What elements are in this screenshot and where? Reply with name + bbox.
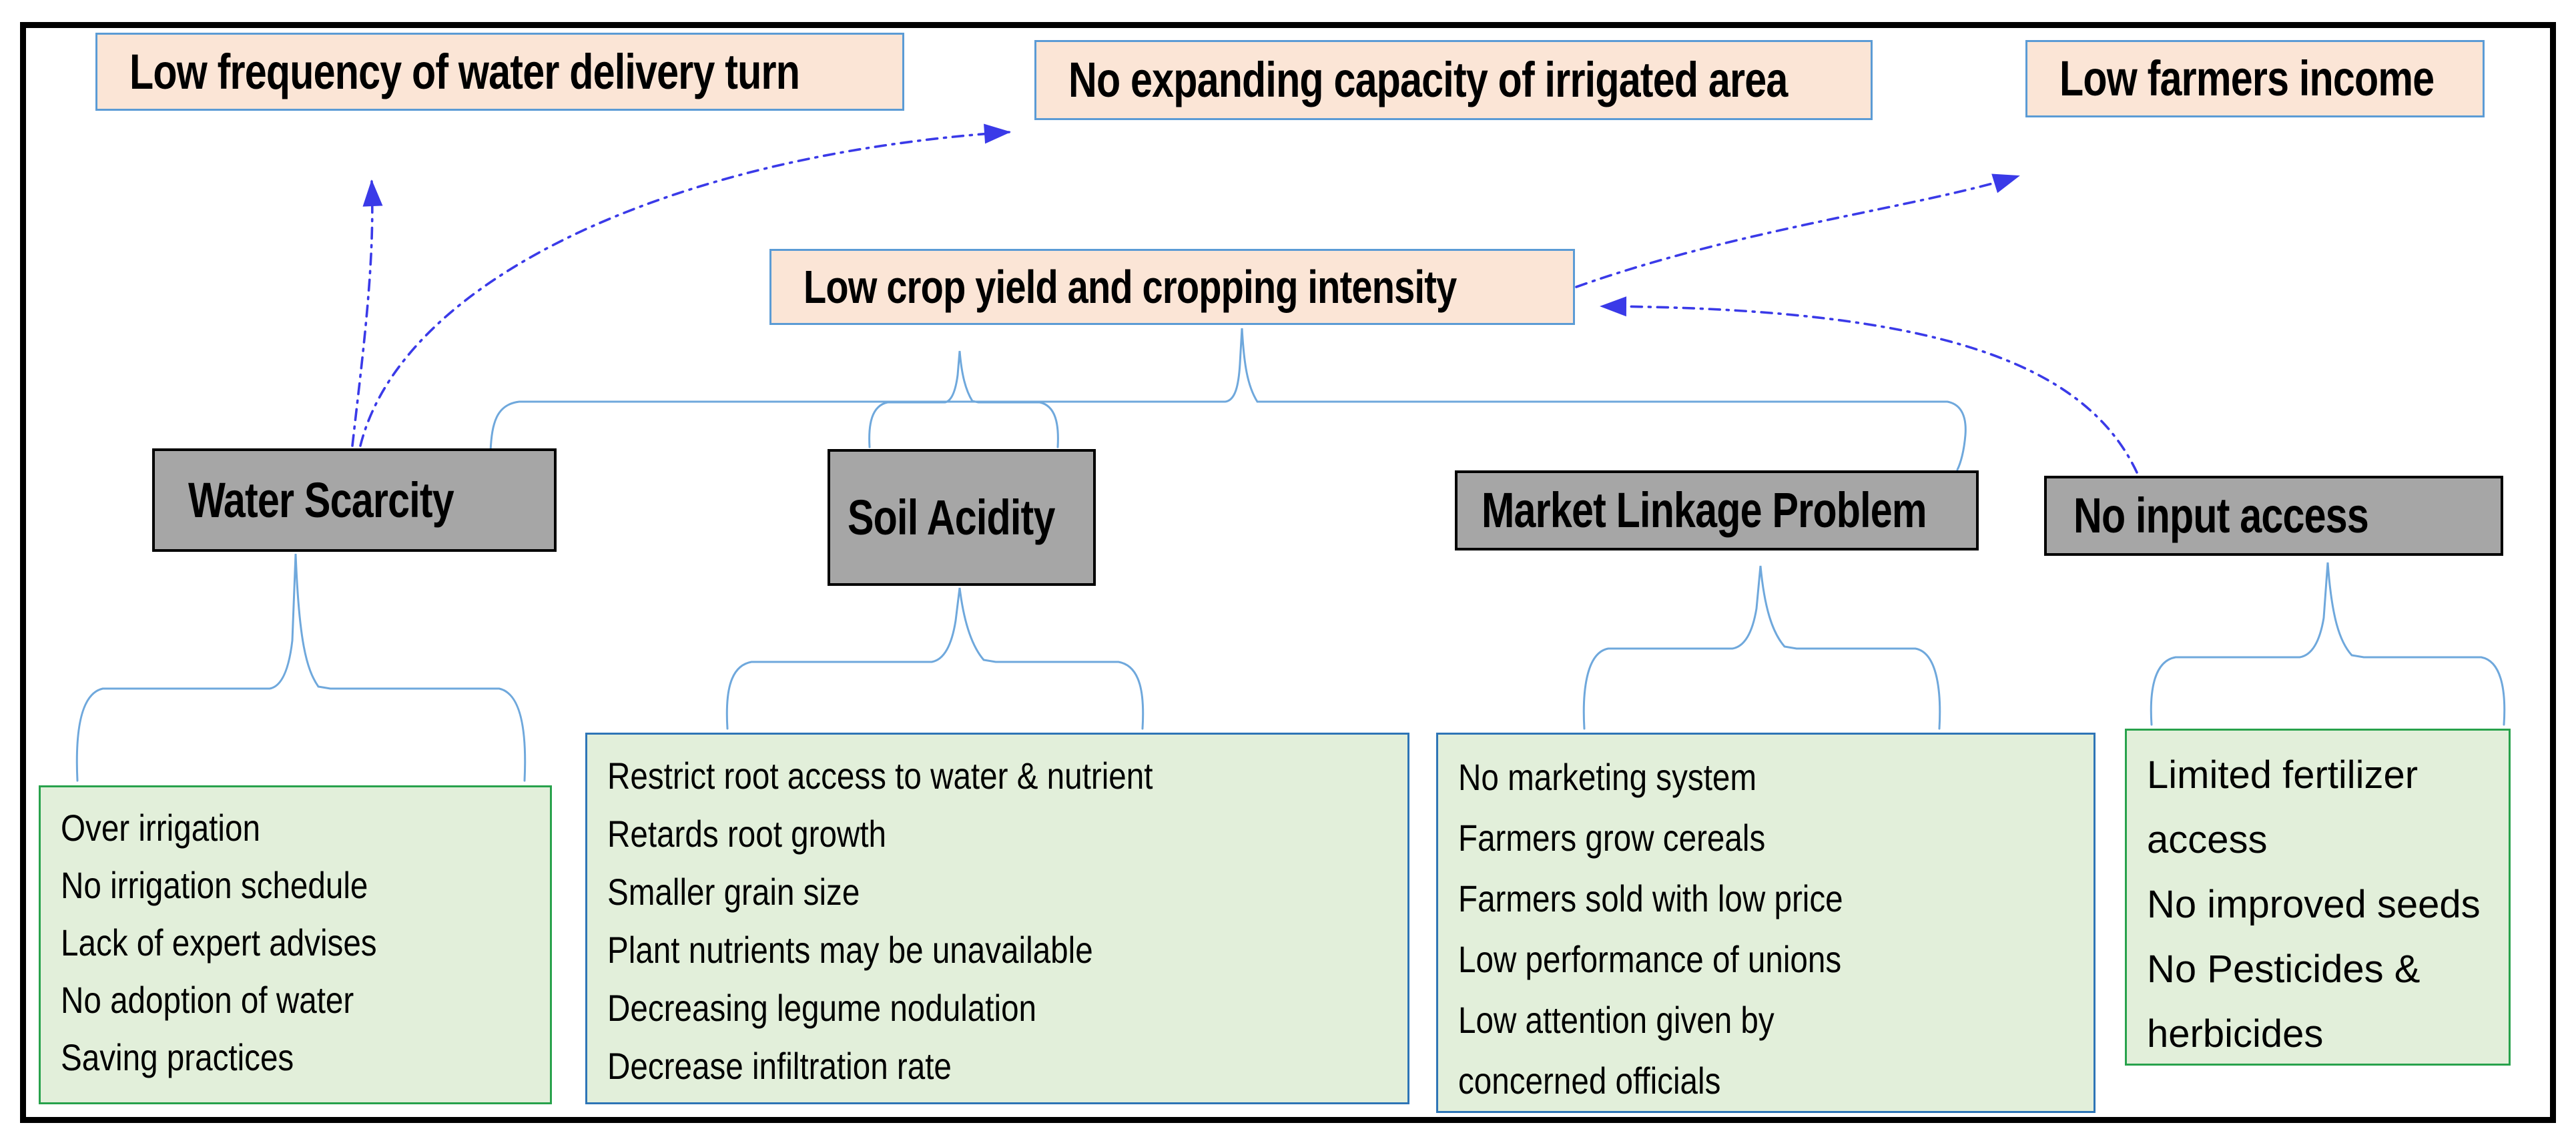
cause-label: No input access: [2073, 488, 2369, 543]
detail-line: No improved seeds: [2147, 883, 2481, 926]
detail-line: Decrease infiltration rate: [607, 1045, 952, 1087]
effect-box-farmers-income: Low farmers income: [2025, 40, 2485, 117]
detail-line: access: [2147, 818, 2268, 861]
effect-box-water-delivery-turn: Low frequency of water delivery turn: [95, 33, 904, 111]
cause-box-soil-acidity: Soil Acidity: [828, 449, 1096, 586]
detail-line: No irrigation schedule: [61, 864, 368, 906]
detail-line: Decreasing legume nodulation: [607, 987, 1037, 1029]
detail-line: Lack of expert advises: [61, 921, 377, 964]
detail-line: Limited fertilizer: [2147, 753, 2419, 797]
effect-label: Low frequency of water delivery turn: [129, 43, 800, 99]
detail-line: Low attention given by: [1458, 999, 1775, 1041]
cause-label: Market Linkage Problem: [1482, 482, 1927, 538]
details-box-soil-acidity: Restrict root access to water & nutrient…: [585, 733, 1409, 1104]
cause-box-market-linkage: Market Linkage Problem: [1455, 470, 1979, 550]
detail-line: Farmers grow cereals: [1458, 817, 1766, 859]
central-problem-label: Low crop yield and cropping intensity: [803, 261, 1457, 313]
detail-line: Retards root growth: [607, 813, 887, 855]
effect-box-irrigated-area: No expanding capacity of irrigated area: [1034, 40, 1873, 120]
effect-label: Low farmers income: [2059, 51, 2435, 106]
detail-line: Farmers sold with low price: [1458, 877, 1843, 919]
diagram-border: [20, 22, 2556, 1123]
detail-line: concerned officials: [1458, 1060, 1721, 1102]
detail-line: Over irrigation: [61, 807, 260, 849]
central-problem-box: Low crop yield and cropping intensity: [769, 249, 1575, 325]
cause-box-water-scarcity: Water Scarcity: [152, 448, 557, 552]
effect-label: No expanding capacity of irrigated area: [1068, 52, 1788, 107]
detail-line: Smaller grain size: [607, 871, 860, 913]
cause-label: Water Scarcity: [188, 472, 454, 528]
detail-line: herbicides: [2147, 1012, 2324, 1056]
detail-line: Plant nutrients may be unavailable: [607, 929, 1093, 971]
detail-line: Low performance of unions: [1458, 938, 1842, 980]
details-box-no-input-access: Limited fertilizer access No improved seed…: [2125, 729, 2511, 1066]
detail-line: No marketing system: [1458, 756, 1757, 798]
detail-line: No adoption of water: [61, 979, 354, 1021]
detail-line: No Pesticides &: [2147, 947, 2421, 991]
cause-box-no-input-access: No input access: [2044, 476, 2503, 556]
detail-line: Restrict root access to water & nutrient: [607, 755, 1153, 797]
cause-label: Soil Acidity: [848, 489, 1055, 545]
detail-line: Saving practices: [61, 1036, 294, 1078]
